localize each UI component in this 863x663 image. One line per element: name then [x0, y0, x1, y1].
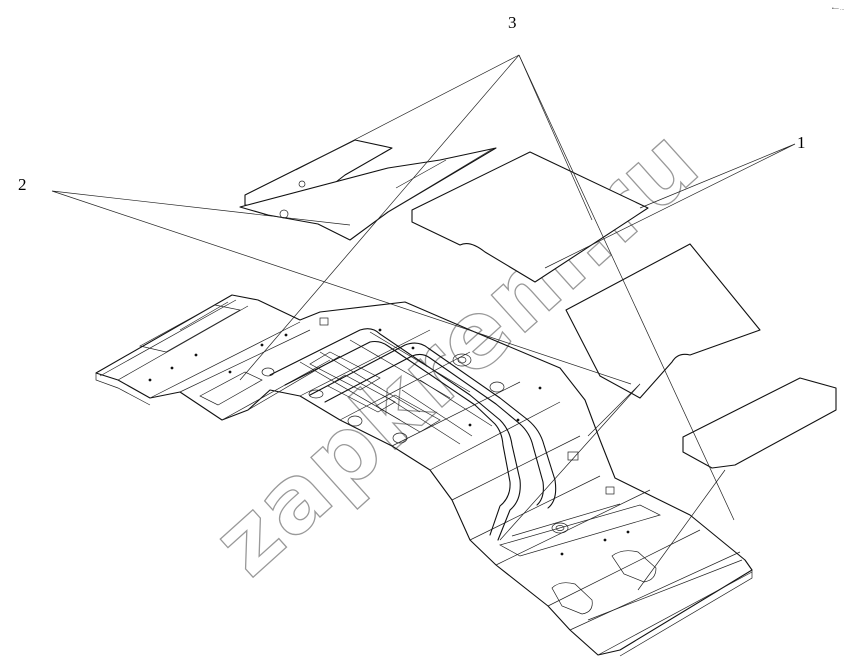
part-1-mats	[411, 151, 837, 469]
floor-pan	[95, 294, 753, 657]
mat-front-right	[411, 151, 649, 283]
callout-2: 2	[18, 175, 27, 194]
mat-rear-right	[682, 377, 837, 469]
callouts: 1 2 3	[18, 13, 806, 194]
corner-mark: •— ...	[832, 6, 844, 12]
part-2-pads	[239, 139, 497, 241]
mat-middle-right	[565, 243, 761, 399]
fastener-dots	[148, 328, 630, 556]
callout-1: 1	[797, 133, 806, 152]
callout-3: 3	[508, 13, 517, 32]
leader-lines	[51, 54, 796, 591]
